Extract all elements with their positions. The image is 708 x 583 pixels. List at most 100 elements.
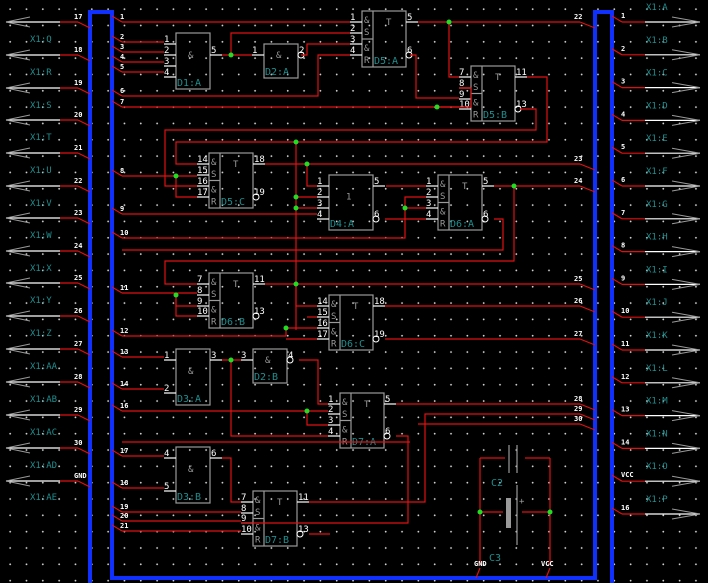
- connector-wire[interactable]: [611, 343, 623, 351]
- connector-wire[interactable]: [77, 87, 91, 95]
- bus-entry[interactable]: [579, 338, 596, 346]
- bus-entry[interactable]: [111, 15, 123, 23]
- bus-entry[interactable]: [579, 403, 596, 411]
- power-wire[interactable]: [545, 567, 551, 579]
- connector-wire[interactable]: [611, 409, 623, 417]
- gate-body-d3-b[interactable]: [175, 446, 211, 504]
- bus-entry[interactable]: [111, 55, 123, 63]
- net-wire[interactable]: [175, 293, 197, 307]
- connector-wire[interactable]: [77, 250, 91, 258]
- gate-body-d2-b[interactable]: [252, 348, 288, 384]
- connector-wire[interactable]: [77, 54, 91, 62]
- connector-wire[interactable]: [611, 376, 623, 384]
- net-wire[interactable]: [122, 54, 350, 97]
- connector-wire[interactable]: [611, 179, 623, 187]
- connector-wire[interactable]: [611, 277, 623, 285]
- net-wire[interactable]: [164, 176, 197, 187]
- bus-entry[interactable]: [111, 231, 123, 239]
- connector-wire[interactable]: [611, 113, 623, 121]
- connector-wire[interactable]: [611, 245, 623, 253]
- connector-wire[interactable]: [611, 507, 623, 515]
- junction-dot: [446, 19, 452, 25]
- gate-body-d2-a[interactable]: [263, 43, 299, 79]
- connector-wire[interactable]: [611, 310, 623, 318]
- connector-wire[interactable]: [611, 441, 623, 449]
- net-wire[interactable]: [301, 43, 350, 56]
- bus-entry[interactable]: [579, 305, 596, 313]
- connector-wire[interactable]: [77, 119, 91, 127]
- net-wire[interactable]: [299, 359, 328, 405]
- net-wire[interactable]: [222, 457, 241, 503]
- connector-wire[interactable]: [77, 447, 91, 455]
- net-wire[interactable]: [164, 108, 537, 176]
- connector-arrow-icon: [671, 246, 701, 258]
- net-wire[interactable]: [309, 413, 580, 503]
- net-wire[interactable]: [230, 32, 350, 55]
- connector-wire[interactable]: [77, 381, 91, 389]
- connector-wire[interactable]: [611, 81, 623, 89]
- gate-body-d4-a[interactable]: [328, 174, 374, 231]
- net-wire[interactable]: [164, 186, 515, 285]
- bus-entry[interactable]: [579, 185, 596, 193]
- net-wire[interactable]: [306, 411, 328, 426]
- bus-entry[interactable]: [111, 169, 123, 177]
- connector-wire[interactable]: [611, 474, 623, 482]
- gate-body-d1-a[interactable]: [175, 32, 211, 90]
- gate-body-d3-a[interactable]: [175, 348, 211, 406]
- connector-wire[interactable]: [77, 348, 91, 356]
- bus-entry[interactable]: [579, 413, 596, 421]
- connector-wire[interactable]: [77, 414, 91, 422]
- bus-entry[interactable]: [111, 329, 123, 337]
- power-wire[interactable]: [475, 567, 481, 579]
- bus-entry[interactable]: [111, 35, 123, 43]
- bus-entry[interactable]: [111, 404, 123, 412]
- bus-entry[interactable]: [111, 350, 123, 358]
- net-wire[interactable]: [175, 76, 548, 165]
- net-wire[interactable]: [122, 196, 426, 239]
- set-symbol: S: [211, 170, 216, 180]
- bus-entry[interactable]: [111, 207, 123, 215]
- net-wire[interactable]: [122, 218, 504, 251]
- pin-number: 20: [120, 512, 128, 520]
- trigger-symbol: T: [277, 498, 283, 508]
- net-wire[interactable]: [122, 327, 317, 337]
- bus-entry[interactable]: [111, 481, 123, 489]
- connector-wire[interactable]: [611, 48, 623, 56]
- net-wire[interactable]: [175, 176, 197, 198]
- net-wire[interactable]: [295, 284, 317, 307]
- bus-entry[interactable]: [579, 21, 596, 29]
- net-wire[interactable]: [122, 87, 472, 108]
- connector-wire[interactable]: [77, 21, 91, 29]
- bus-entry[interactable]: [111, 514, 123, 522]
- connector-wire[interactable]: [611, 212, 623, 220]
- connector-wire[interactable]: [77, 217, 91, 225]
- bus-entry[interactable]: [579, 163, 596, 171]
- connector-wire[interactable]: [77, 185, 91, 193]
- net-wire[interactable]: [306, 164, 317, 187]
- net-wire[interactable]: [241, 435, 409, 524]
- bus-entry[interactable]: [111, 505, 123, 513]
- left-connector-bus[interactable]: [88, 10, 614, 583]
- net-wire[interactable]: [448, 22, 459, 78]
- reset-symbol: R: [255, 536, 261, 546]
- bus-entry[interactable]: [111, 89, 123, 97]
- net-wire[interactable]: [230, 360, 328, 437]
- bus-entry[interactable]: [111, 524, 123, 532]
- net-wire[interactable]: [410, 54, 459, 99]
- net-wire[interactable]: [175, 295, 197, 317]
- bus-entry[interactable]: [579, 423, 596, 431]
- connector-wire[interactable]: [77, 152, 91, 160]
- bus-entry[interactable]: [111, 45, 123, 53]
- bus-entry[interactable]: [579, 283, 596, 291]
- bus-entry[interactable]: [111, 65, 123, 73]
- connector-wire[interactable]: [77, 315, 91, 323]
- connector-wire[interactable]: [77, 282, 91, 290]
- and-symbol: &: [473, 71, 479, 81]
- bus-entry[interactable]: [111, 100, 123, 108]
- bus-entry[interactable]: [111, 286, 123, 294]
- connector-wire[interactable]: [611, 146, 623, 154]
- bus-entry[interactable]: [111, 382, 123, 390]
- bus-entry[interactable]: [111, 449, 123, 457]
- connector-wire[interactable]: [77, 480, 91, 488]
- connector-wire[interactable]: [611, 15, 623, 23]
